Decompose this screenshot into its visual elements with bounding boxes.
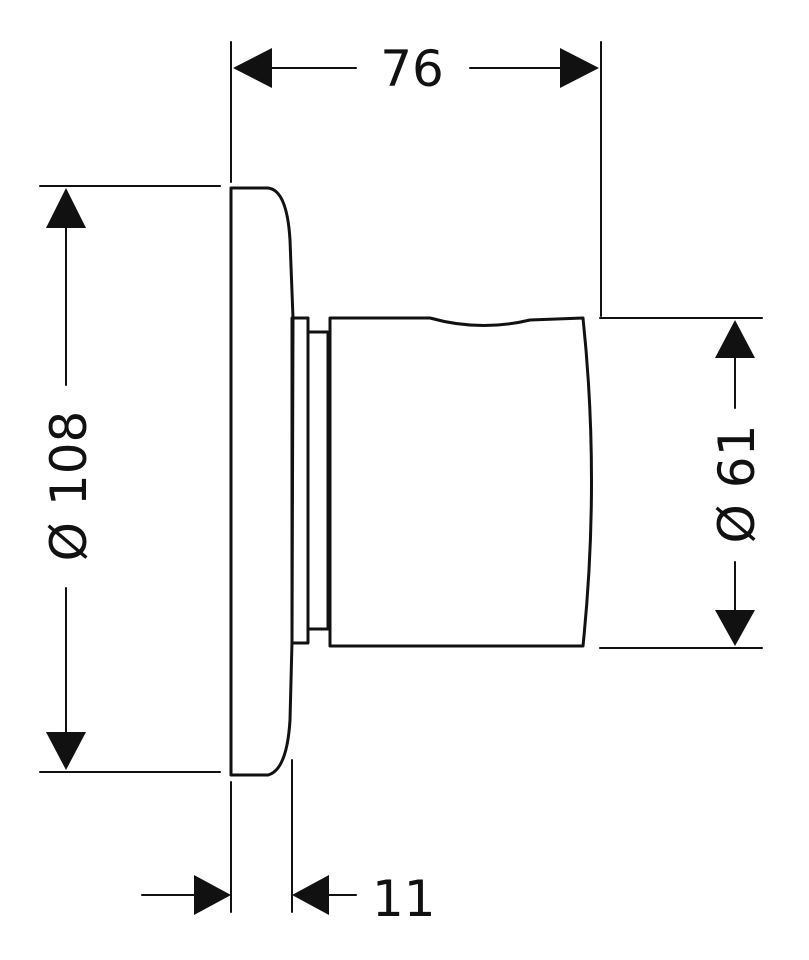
- dim-label-overall-depth: 76: [380, 40, 444, 98]
- handle-body-outline: [328, 316, 593, 648]
- wall-plate-outline: [229, 186, 295, 777]
- arrow-plate-dia-bottom-icon: [46, 732, 86, 770]
- arrow-handle-dia-top-icon: [715, 320, 755, 358]
- arrow-depth-right-icon: [560, 48, 599, 88]
- spacer-ring-inner: [306, 330, 330, 631]
- arrow-thickness-right-icon: [292, 875, 329, 915]
- dim-label-plate-thickness: 11: [372, 870, 436, 928]
- arrow-depth-left-icon: [233, 48, 272, 88]
- dim-label-handle-diameter: Ø 61: [708, 425, 766, 544]
- dim-label-plate-diameter: Ø 108: [40, 411, 98, 562]
- arrow-plate-dia-top-icon: [46, 188, 86, 228]
- spacer-ring-outer: [290, 316, 310, 645]
- arrow-thickness-left-icon: [194, 875, 231, 915]
- arrow-handle-dia-bottom-icon: [715, 610, 755, 646]
